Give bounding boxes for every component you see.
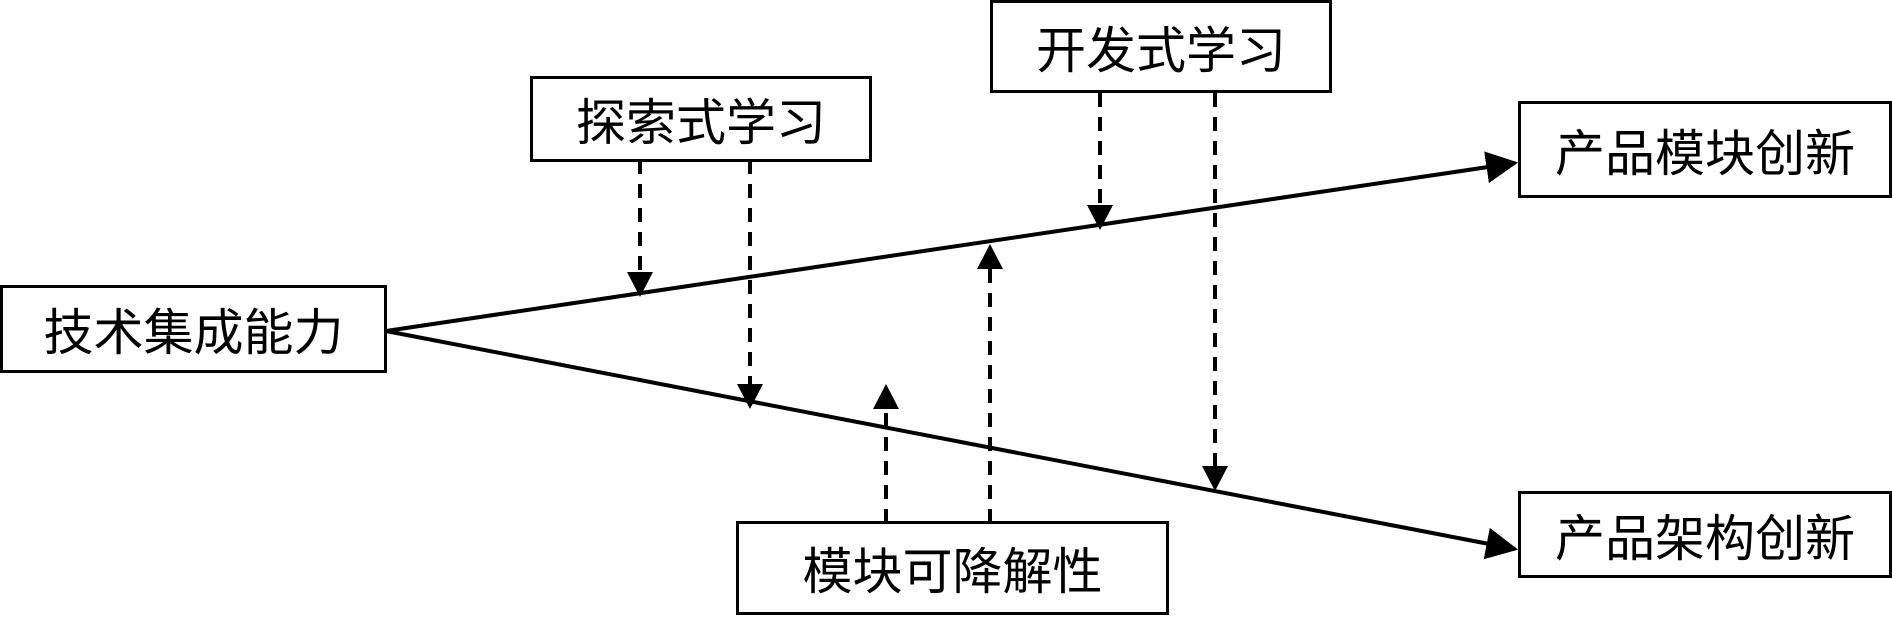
arrow-to-architecture-innovation [385, 329, 1519, 560]
node-exploratory-learning: 探索式学习 [530, 76, 872, 162]
arrow-to-module-innovation [385, 151, 1519, 333]
node-product-module-innovation: 产品模块创新 [1518, 101, 1892, 198]
node-module-decomposability: 模块可降解性 [736, 521, 1169, 615]
dashed-arrow-exploratory-to-lower [737, 160, 763, 409]
dashed-arrow-decomposability-to-lower [873, 384, 899, 523]
dashed-arrow-decomposability-to-upper [977, 244, 1003, 523]
dashed-arrow-exploratory-to-upper [627, 160, 653, 297]
node-exploitative-learning: 开发式学习 [990, 0, 1332, 93]
dashed-arrow-exploitative-to-lower [1202, 93, 1228, 491]
node-product-architecture-innovation: 产品架构创新 [1518, 491, 1892, 578]
dashed-arrow-exploitative-to-upper [1087, 93, 1113, 230]
node-tech-integration-capability: 技术集成能力 [0, 285, 387, 373]
